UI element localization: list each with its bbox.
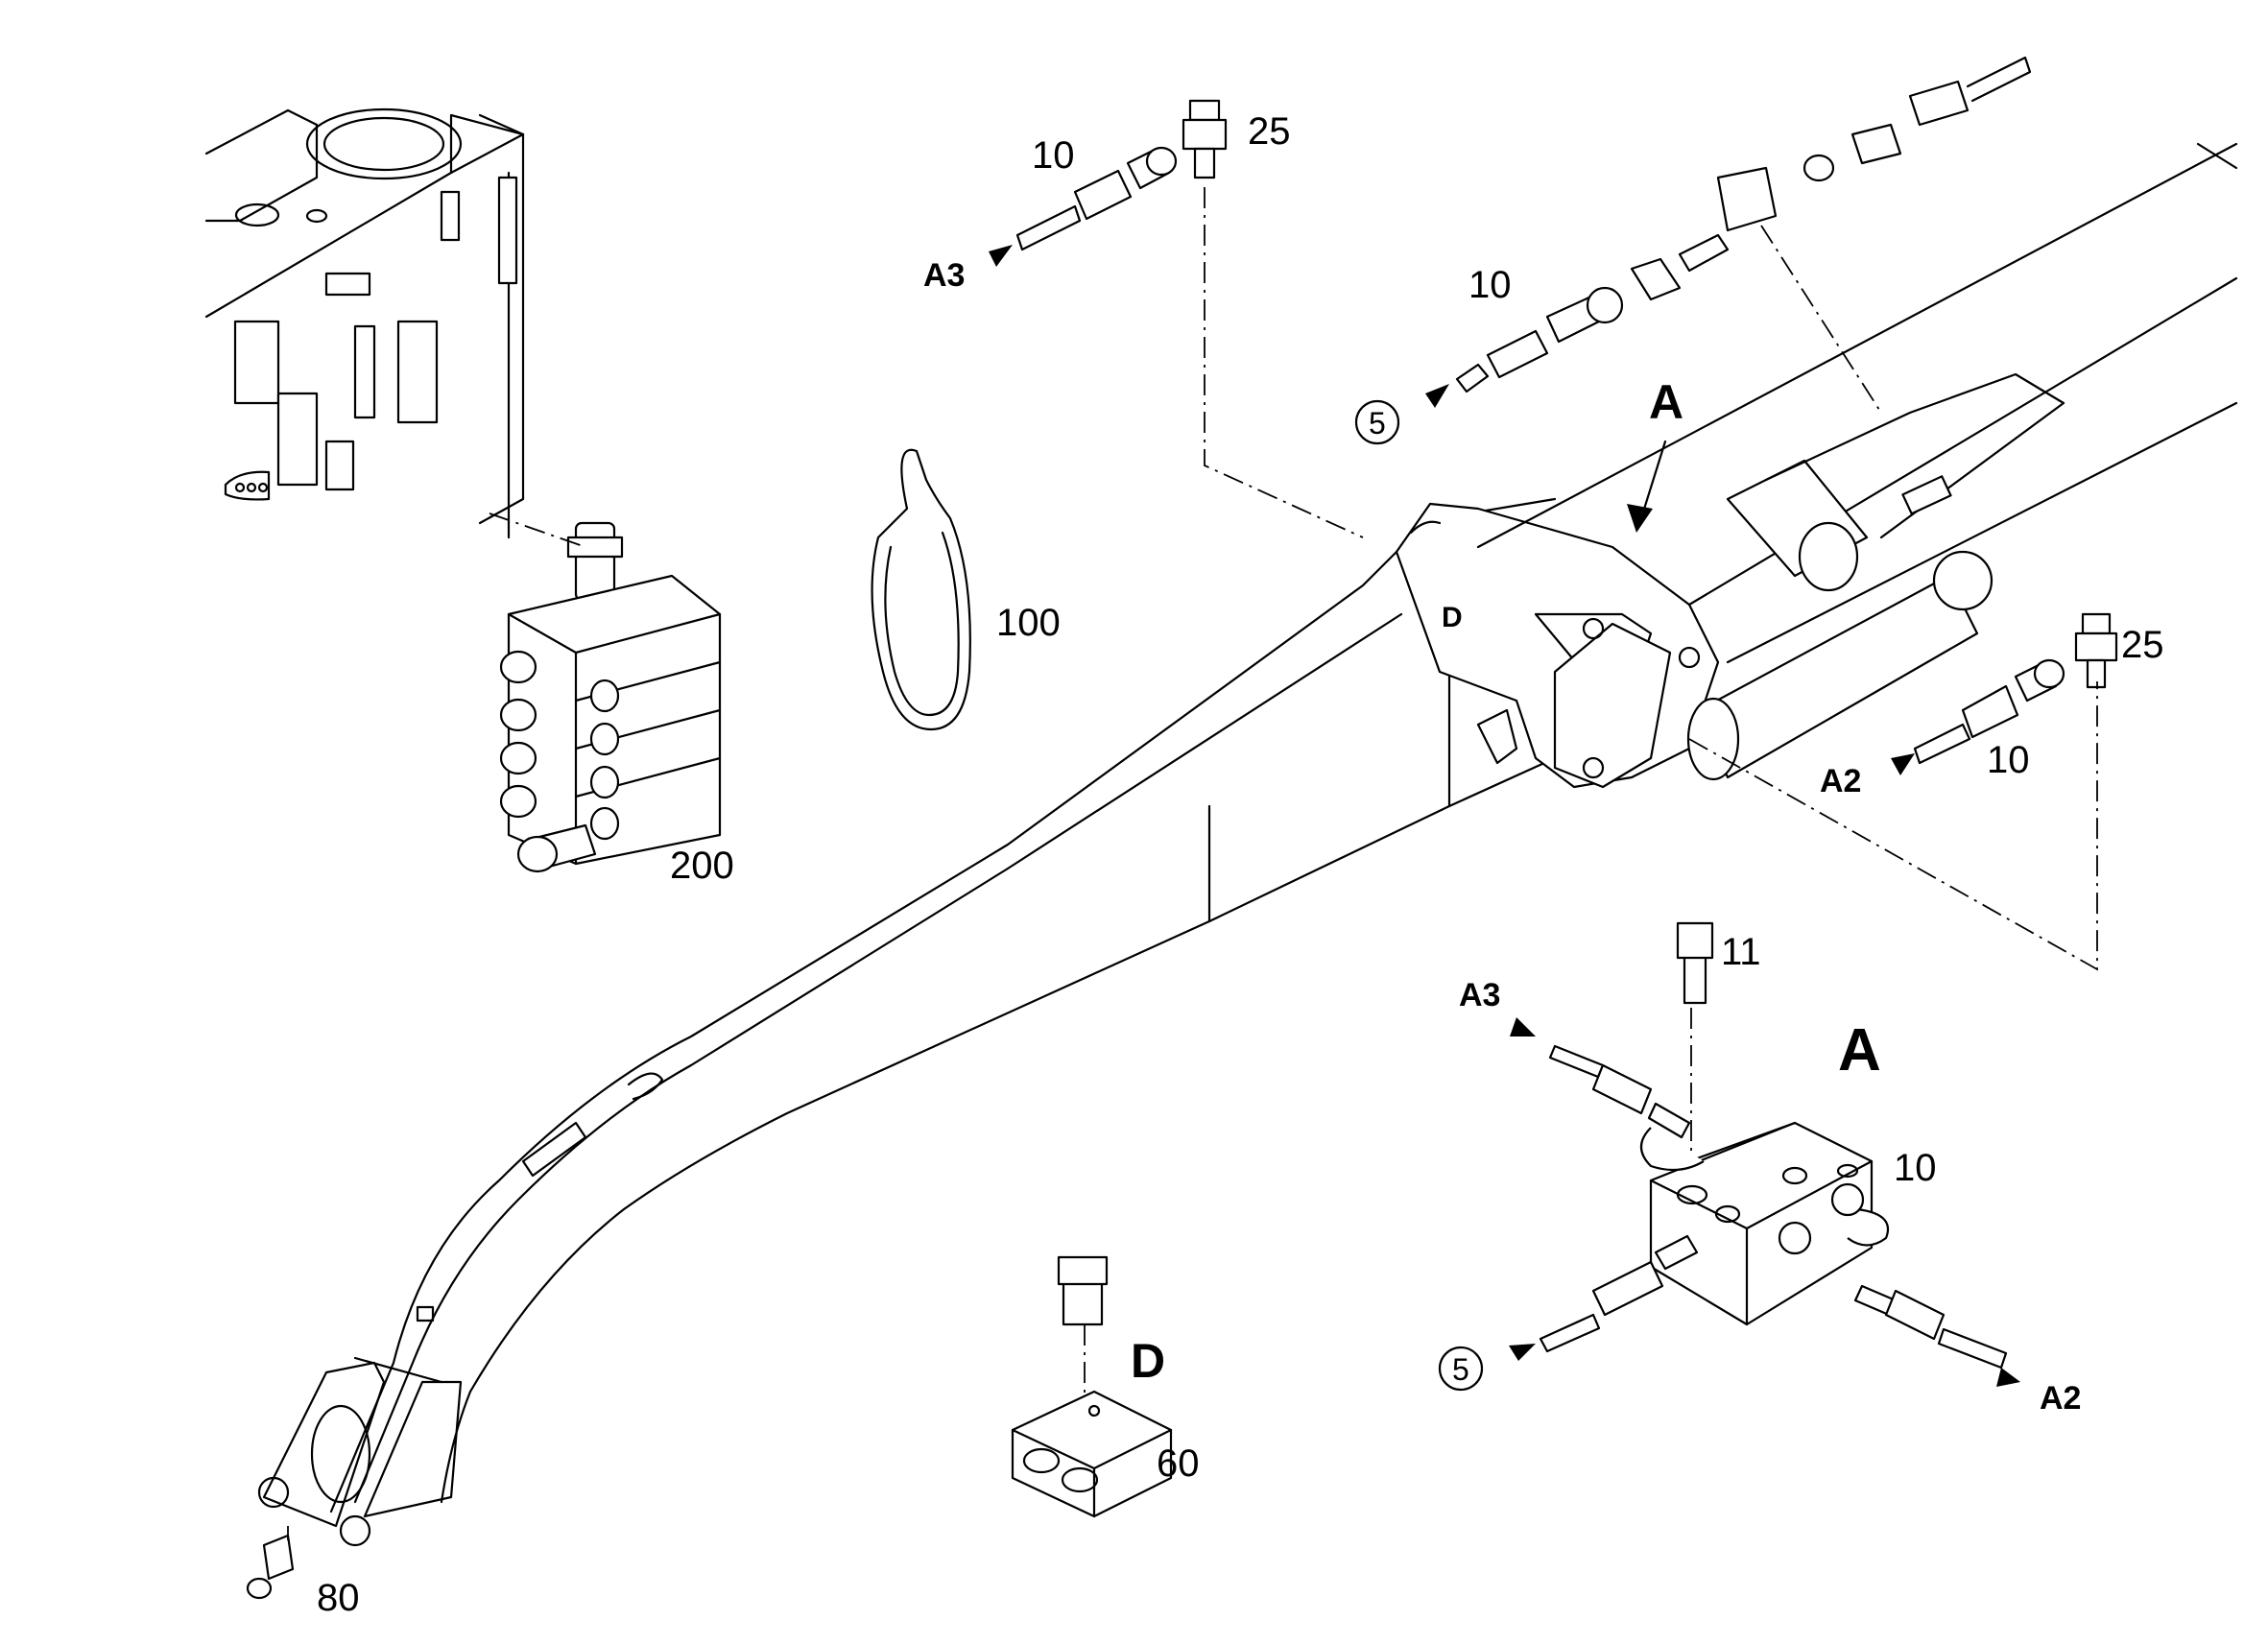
detail-a-title: A (1838, 1017, 1881, 1084)
d-marker-on-boom: D (1442, 602, 1463, 633)
fittings-right (1913, 612, 2118, 765)
callout-10-right: 10 (1987, 739, 2030, 781)
callout-10-block: 10 (1894, 1147, 1937, 1189)
port-a2-detail: A2 (2040, 1380, 2081, 1417)
port-a2-right: A2 (1820, 763, 1861, 799)
view-a-marker: A (1649, 375, 1683, 429)
boom-arm (257, 142, 2238, 1547)
callout-10-top: 10 (1032, 134, 1075, 177)
callout-25-top: 25 (1248, 110, 1291, 153)
callout-5-mid: 5 (1369, 406, 1386, 441)
callout-100: 100 (996, 602, 1061, 644)
callout-10-mid: 10 (1468, 264, 1512, 306)
callout-labels: 10 25 10 5 100 200 25 10 11 10 5 60 80 (317, 110, 2164, 1619)
callout-80: 80 (317, 1577, 360, 1619)
port-a3-top: A3 (923, 257, 965, 294)
callout-200: 200 (670, 845, 734, 887)
flow-arrows (989, 245, 2020, 1387)
cable-tie-100 (871, 448, 971, 731)
callout-5-mid-circle (1354, 399, 1400, 445)
callout-5-block: 5 (1452, 1352, 1469, 1387)
port-labels: A3 A2 A3 A2 (923, 257, 2081, 1417)
detail-labels: A A D D (1131, 375, 1881, 1388)
detail-d-clamp (1011, 1255, 1173, 1518)
callout-25-right: 25 (2121, 624, 2164, 666)
callout-11: 11 (1721, 931, 1761, 973)
callout-60: 60 (1157, 1442, 1200, 1485)
detail-d-title: D (1131, 1334, 1165, 1388)
port-a3-detail: A3 (1459, 977, 1500, 1013)
grease-nipple-80 (246, 1526, 295, 1600)
fittings-top (1015, 56, 2032, 393)
callout-5-block-circle (1438, 1346, 1484, 1392)
grease-distributor-200 (499, 521, 722, 873)
leader-lines (489, 187, 2098, 1401)
detail-a-assembly (1539, 921, 2008, 1370)
machine-frame (204, 107, 525, 539)
